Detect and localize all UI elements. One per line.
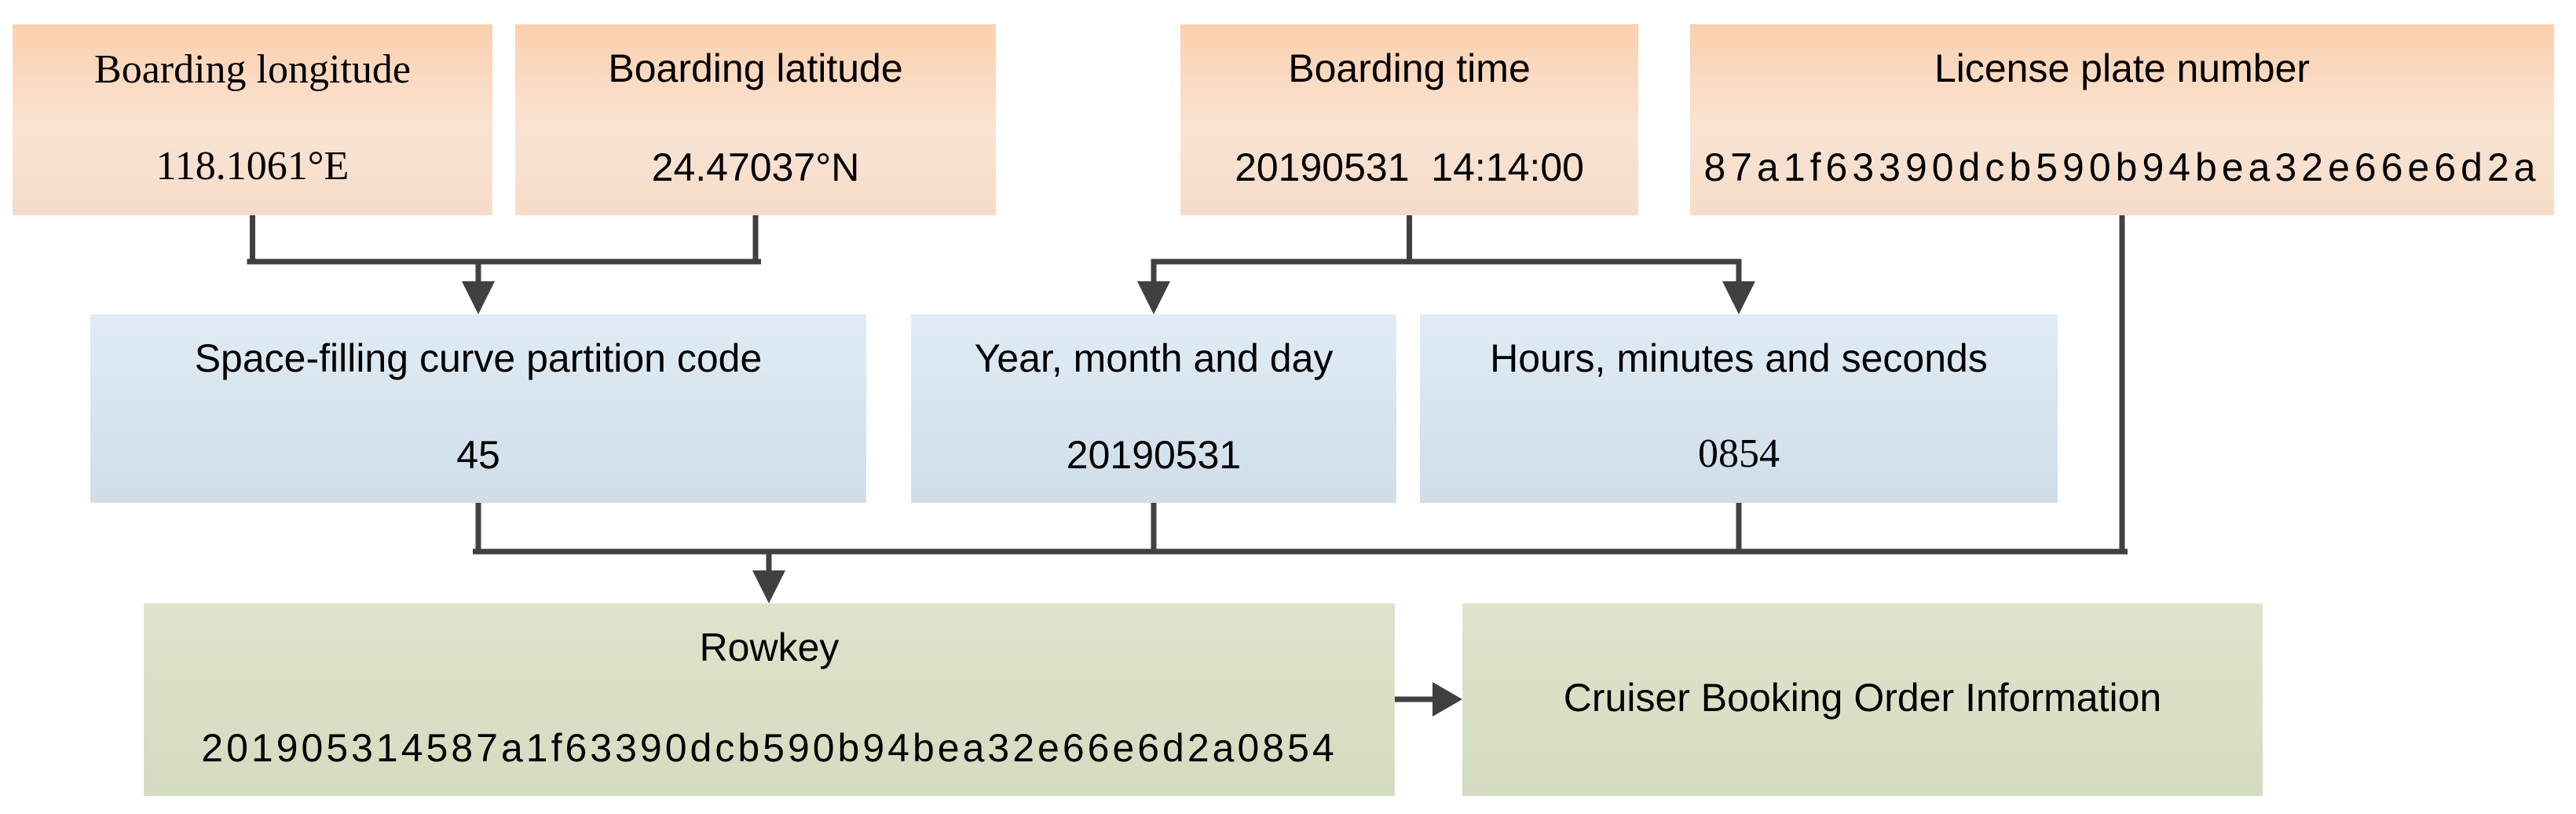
node-year-month-day: Year, month and day 20190531 [911,314,1396,503]
connector-rowkey-to-order [1392,682,1462,717]
arrowhead-right-icon [1433,682,1462,717]
node-order-information: Cruiser Booking Order Information [1462,603,2263,796]
node-value: 20190531 [1066,432,1242,477]
node-label: Space-filling curve partition code [194,336,763,380]
node-label: Cruiser Booking Order Information [1563,675,2162,720]
connector-line [247,212,761,288]
node-partition-code: Space-filling curve partition code 45 [90,314,866,503]
node-rowkey: Rowkey 201905314587a1f63390dcb590b94bea3… [144,603,1395,796]
node-label: Year, month and day [974,336,1334,380]
connector-line [1151,212,1742,288]
node-value: 0854 [1698,431,1780,477]
node-value: 87a1f63390dcb590b94bea32e66e6d2a [1703,145,2541,189]
arrowhead-down-icon [462,281,495,314]
node-boarding-longitude: Boarding longitude 118.1061°E [13,24,492,215]
node-value: 201905314587a1f63390dcb590b94bea32e66e6d… [201,725,1337,770]
node-label: Rowkey [699,625,840,669]
node-license-plate-number: License plate number 87a1f63390dcb590b94… [1690,24,2554,215]
arrowhead-down-icon [1137,281,1170,314]
node-label: Boarding latitude [608,46,903,90]
node-label: Hours, minutes and seconds [1490,336,1988,380]
node-label: Boarding time [1288,46,1531,90]
node-value: 118.1061°E [156,144,349,189]
connector-time-split [1137,212,1755,314]
node-value: 45 [456,432,500,477]
node-boarding-latitude: Boarding latitude 24.47037°N [515,24,996,215]
node-value: 20190531 14:14:00 [1235,145,1584,189]
arrowhead-down-icon [752,570,785,603]
node-label: Boarding longitude [94,47,411,92]
node-boarding-time: Boarding time 20190531 14:14:00 [1180,24,1638,215]
node-hours-minutes-seconds: Hours, minutes and seconds 0854 [1420,314,2058,503]
connector-longlat-to-partition [247,212,761,314]
node-label: License plate number [1934,46,2311,90]
node-value: 24.47037°N [651,145,860,189]
arrowhead-down-icon [1722,281,1755,314]
